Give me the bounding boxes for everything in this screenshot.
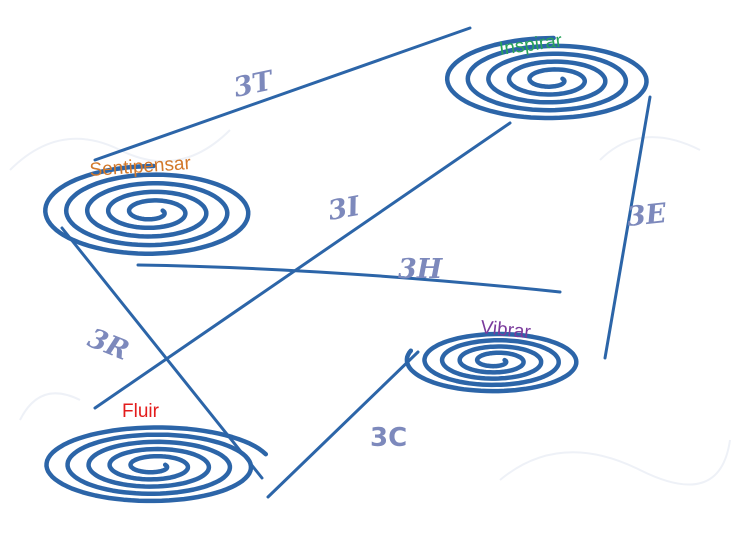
edge-3r-label: 3R bbox=[83, 323, 133, 367]
edge-3c-line bbox=[266, 350, 420, 499]
edge-3h-label: 3H bbox=[398, 254, 444, 285]
edge-3h-line bbox=[136, 263, 562, 294]
vibrar-spiral bbox=[404, 331, 579, 394]
inspirar-spiral bbox=[444, 35, 649, 121]
fluir-spiral bbox=[44, 425, 269, 504]
edge-3i-line bbox=[93, 121, 512, 410]
fluir-label: Fluir bbox=[122, 401, 160, 422]
edge-3i-label: 3I bbox=[326, 191, 364, 227]
edge-3e-label: 3E bbox=[625, 198, 668, 233]
edge-3t-line bbox=[93, 26, 472, 162]
node-sentipensar bbox=[43, 163, 251, 256]
node-vibrar bbox=[404, 331, 579, 394]
sentipensar-spiral bbox=[43, 163, 251, 256]
node-fluir bbox=[44, 425, 269, 504]
edge-3e-line bbox=[603, 95, 652, 360]
edge-3c-label: 3C bbox=[370, 423, 407, 453]
node-inspirar bbox=[444, 35, 649, 121]
